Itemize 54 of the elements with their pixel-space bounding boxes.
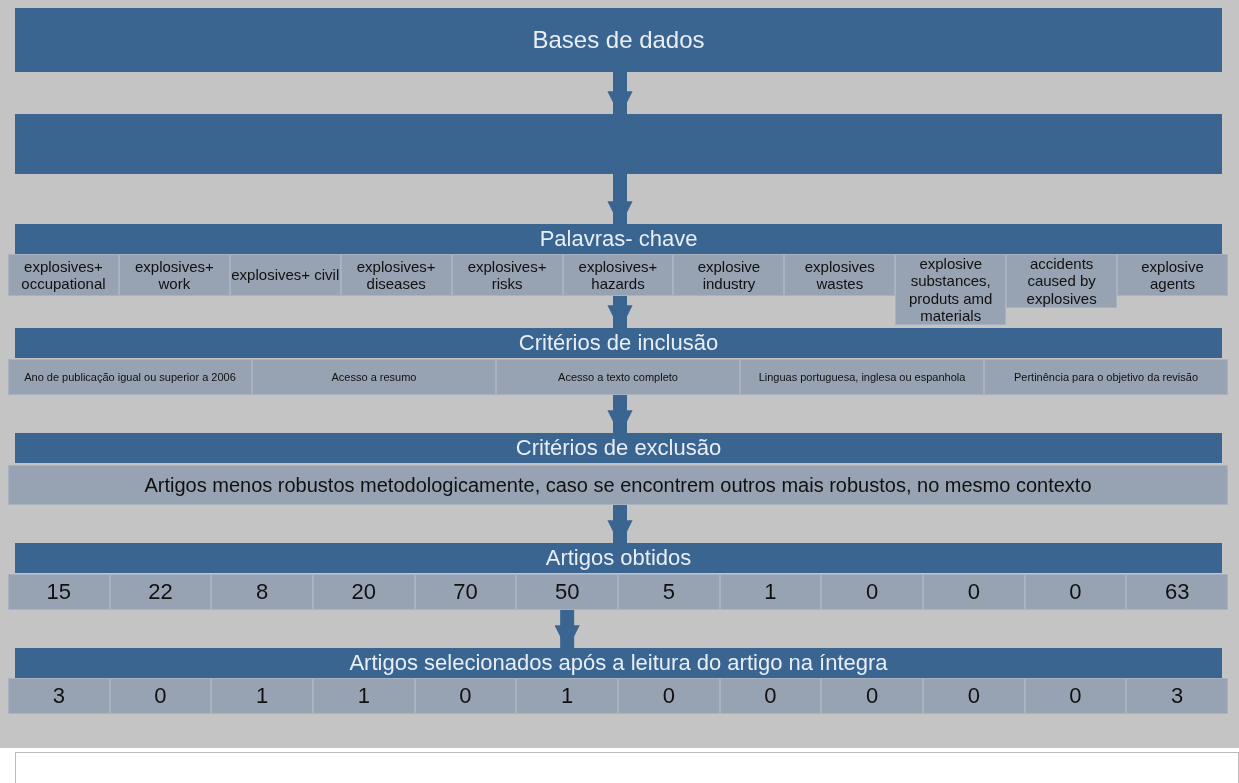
table-cell: 50	[516, 574, 618, 610]
down-arrow	[607, 72, 633, 117]
table-cell: explosives+ occupational	[8, 254, 119, 296]
down-arrow	[607, 505, 633, 546]
table-cell: accidents caused by explosives	[1006, 254, 1118, 308]
table-cell: 0	[719, 678, 822, 714]
table-cell: Pertinência para o objetivo da revisão	[984, 359, 1228, 395]
down-arrow	[607, 174, 633, 227]
table-cell: explosive industry	[673, 254, 785, 296]
down-arrow	[607, 296, 633, 331]
table-cell: Linguas portuguesa, inglesa ou espanhola	[740, 359, 984, 395]
table-cell: explosive agents	[1117, 254, 1228, 296]
table-cell: 0	[923, 574, 1025, 610]
table-cell: 1	[516, 678, 618, 714]
table-cell: 8	[211, 574, 313, 610]
table-cell: Ano de publicação igual ou superior a 2006	[8, 359, 252, 395]
table-cell: 3	[8, 678, 110, 714]
table-cell: Acesso a resumo	[252, 359, 496, 395]
table-cell: 0	[618, 678, 720, 714]
table-cell: explosives+ risks	[451, 254, 563, 296]
header-band: Bases de dados	[15, 8, 1222, 72]
table-cell: 5	[618, 574, 720, 610]
table-cell: 1	[313, 678, 415, 714]
table-cell: 20	[313, 574, 415, 610]
table-cell: explosive substances, produts amd materials	[895, 254, 1007, 325]
empty-band	[15, 114, 1222, 174]
header-band: Artigos selecionados após a leitura do artigo na íntegra	[15, 648, 1222, 678]
table-cell: explosives wastes	[784, 254, 896, 296]
table-cell: 0	[414, 678, 517, 714]
table-cell: 0	[109, 678, 212, 714]
table-cell: 0	[1024, 574, 1127, 610]
table-cell: Acesso a texto completo	[496, 359, 740, 395]
table-cell: 1	[719, 574, 822, 610]
table-cell: 0	[821, 678, 923, 714]
table-cell: explosives+ work	[118, 254, 230, 296]
table-cell: explosives+ diseases	[340, 254, 452, 296]
table-cell: 1	[211, 678, 313, 714]
table-cell: 0	[821, 574, 923, 610]
table-cell: Artigos menos robustos metodologicamente, caso se encontrem outros mais robustos, no mesmo contexto	[8, 465, 1228, 505]
table-cell: 3	[1126, 678, 1228, 714]
table-cell: explosives+ civil	[229, 254, 341, 296]
table-cell: explosives+ hazards	[562, 254, 674, 296]
table-cell: 0	[923, 678, 1025, 714]
header-band: Critérios de inclusão	[15, 328, 1222, 358]
header-band: Palavras- chave	[15, 224, 1222, 254]
table-cell: 22	[109, 574, 212, 610]
down-arrow	[607, 395, 633, 436]
table-cell: 63	[1126, 574, 1228, 610]
table-cell: 70	[414, 574, 517, 610]
header-band: Critérios de exclusão	[15, 433, 1222, 463]
table-cell: 15	[8, 574, 110, 610]
header-band: Artigos obtidos	[15, 543, 1222, 573]
down-arrow	[554, 610, 580, 651]
table-cell: 0	[1024, 678, 1127, 714]
